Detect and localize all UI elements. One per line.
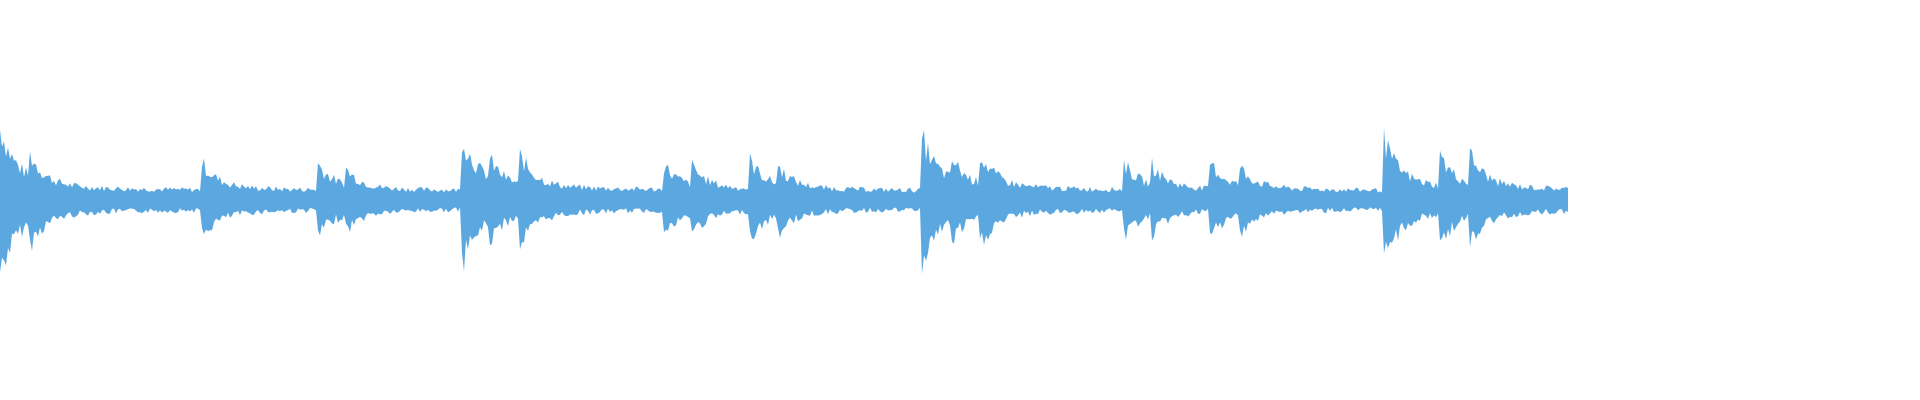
waveform-shape: [0, 127, 1568, 275]
